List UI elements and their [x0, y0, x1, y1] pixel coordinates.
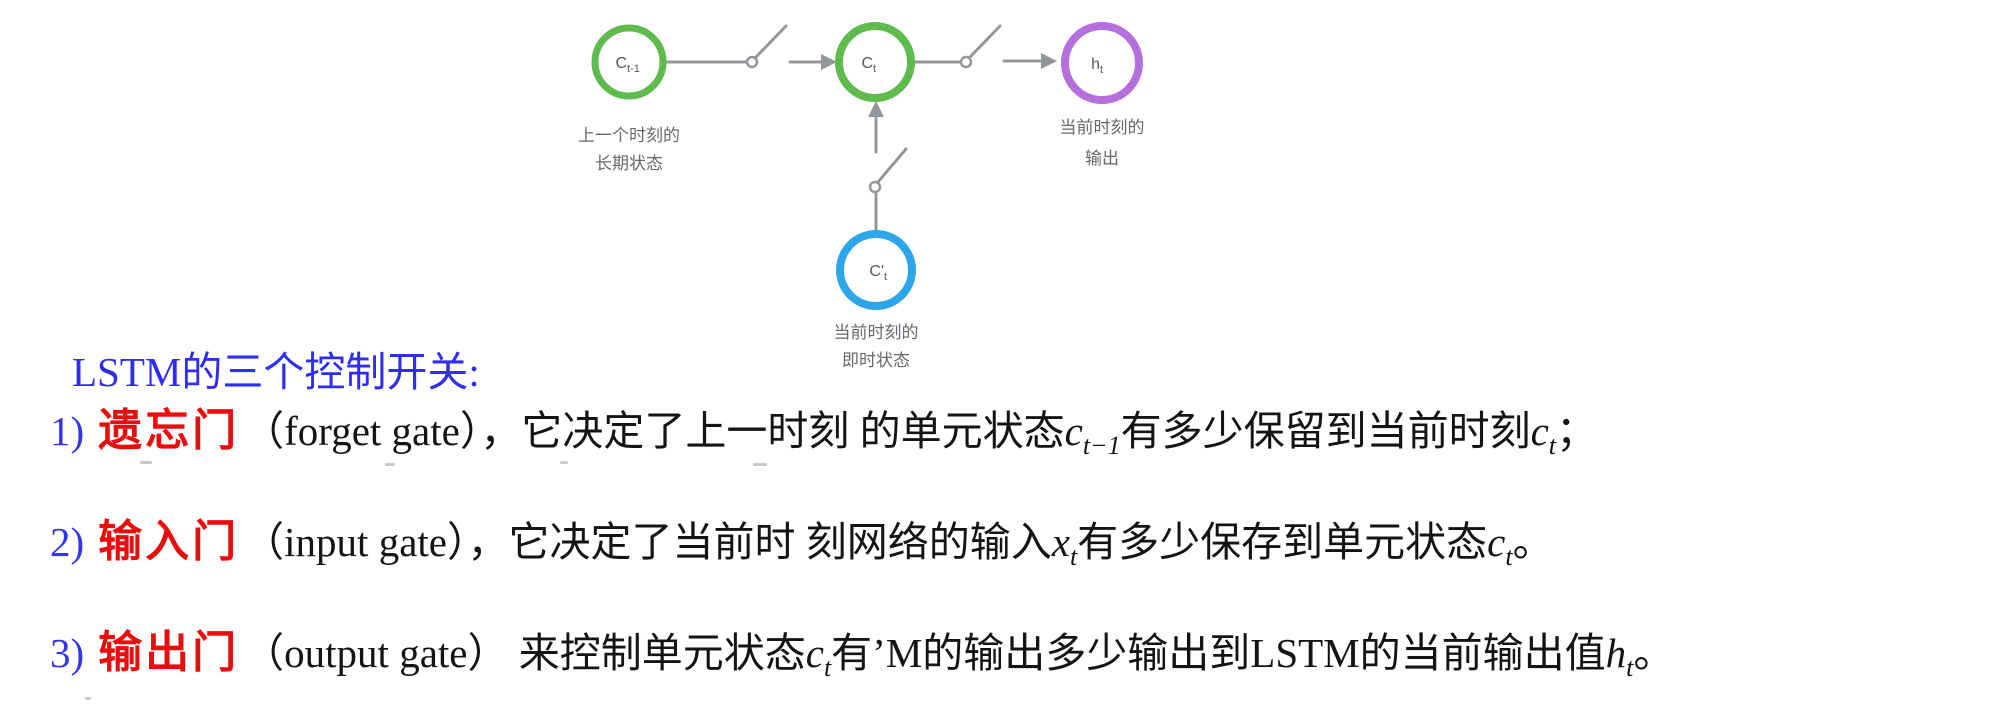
node-label: C [861, 55, 873, 72]
item-text: 有多少保存到单元状态 [1077, 519, 1488, 565]
scan-artifact [753, 463, 767, 466]
scan-artifact [385, 463, 395, 466]
switch-lever-forget [754, 24, 788, 59]
node-label-sub: t [884, 271, 887, 283]
math-subscript: t [1069, 542, 1078, 572]
item-text: 有多少保留到当前时刻 [1120, 408, 1531, 454]
node-label-sub: t [873, 63, 876, 75]
node-label-sub: t [1100, 64, 1103, 76]
arrowhead-up [868, 101, 884, 117]
math-base: c [1487, 519, 1506, 565]
list-item-output-gate: 3)输出门（output gate） 来控制单元状态ct有’M的输出多少输出到L… [50, 622, 1674, 684]
gate-english: （forget gate） [243, 408, 481, 454]
node-caption: 长期状态 [595, 154, 663, 173]
gate-name: 输入门 [98, 517, 240, 566]
math-symbol: ct [1530, 408, 1556, 459]
node-caption: 即时状态 [842, 351, 910, 370]
math-subscript: t [823, 653, 832, 683]
item-number: 2) [50, 519, 85, 565]
math-symbol: ct−1 [1064, 408, 1121, 459]
gate-name: 输出门 [98, 628, 240, 677]
node-c-current: C t [835, 22, 915, 102]
item-number: 1) [50, 408, 85, 454]
item-text: ； [1556, 408, 1598, 454]
switch-pivot-forget [745, 55, 759, 69]
scan-artifact [140, 461, 152, 464]
list-item-input-gate: 2)输入门（input gate），它决定了当前时 刻网络的输入xt有多少保存到… [50, 511, 1554, 573]
scan-artifact [560, 461, 568, 464]
math-subscript: t [1548, 431, 1557, 461]
math-subscript: t [1505, 542, 1513, 572]
scan-artifact [85, 697, 91, 700]
gate-english: （input gate） [243, 519, 468, 565]
item-text: ，它决定了上一时刻 的单元状态 [480, 408, 1065, 454]
node-caption: 当前时刻的 [1060, 118, 1145, 137]
switch-lever-output [968, 24, 1002, 59]
math-subscript: t [1626, 653, 1634, 683]
math-subscript: t−1 [1082, 431, 1121, 461]
node-label: C' [869, 263, 884, 280]
math-base: h [1605, 630, 1627, 676]
list-item-forget-gate: 1)遗忘门（forget gate），它决定了上一时刻 的单元状态ct−1有多少… [50, 400, 1597, 462]
node-c-candidate: C' t 当前时刻的 即时状态 [834, 230, 919, 370]
math-symbol: xt [1051, 519, 1077, 570]
node-caption: 当前时刻的 [834, 323, 919, 342]
switch-pivot-output [959, 55, 973, 69]
math-base: x [1051, 519, 1070, 565]
wire-ccand-to-ct [868, 101, 908, 232]
math-base: c [805, 630, 824, 676]
math-symbol: ht [1605, 630, 1634, 681]
item-text: 。 [1512, 519, 1554, 565]
node-label: h [1091, 56, 1100, 73]
node-h-output: h t 当前时刻的 输出 [1060, 22, 1145, 168]
math-base: c [1064, 408, 1083, 454]
math-base: c [1530, 408, 1549, 454]
node-label: C [615, 55, 627, 72]
math-symbol: ct [1487, 519, 1512, 570]
item-text: 有’M的输出多少输出到LSTM的当前输出值 [831, 630, 1606, 676]
page-title: LSTM的三个控制开关: [72, 349, 480, 395]
switch-lever-input [876, 147, 908, 184]
node-caption: 输出 [1085, 149, 1119, 168]
arrowhead-right [821, 54, 837, 70]
item-text: 来控制单元状态 [508, 630, 806, 676]
node-caption: 上一个时刻的 [578, 126, 680, 145]
gate-name: 遗忘门 [98, 406, 240, 455]
wire-ct-to-ht [913, 24, 1057, 69]
gate-english: （output gate） [243, 630, 509, 676]
item-text: ，它决定了当前时 刻网络的输入 [467, 519, 1052, 565]
wire-cprev-to-ct [665, 24, 837, 70]
item-number: 3) [50, 630, 85, 676]
math-symbol: ct [805, 630, 831, 681]
node-c-prev: C t-1 上一个时刻的 长期状态 [578, 24, 680, 173]
item-text: 。 [1633, 630, 1675, 676]
arrowhead-right [1041, 53, 1057, 69]
node-label-sub: t-1 [627, 63, 640, 75]
switch-pivot-input [868, 180, 882, 194]
